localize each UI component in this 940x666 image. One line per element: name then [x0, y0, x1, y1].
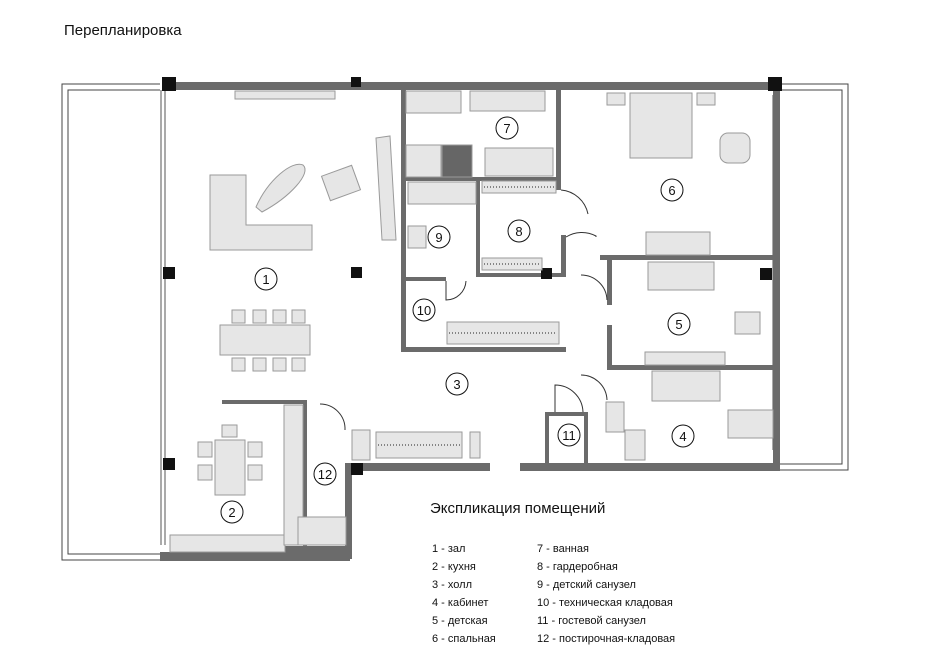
room-label-11: 11: [557, 423, 581, 447]
room-labels: 1 2 3 4 5 6 7 8 9 10 11 12: [220, 116, 695, 524]
room-11-number: 11: [562, 428, 576, 443]
legend-item: 10 - техническая кладовая: [537, 597, 673, 609]
legend-item: 4 - кабинет: [432, 597, 489, 609]
room-label-10: 10: [412, 298, 436, 322]
room-label-9: 9: [427, 225, 451, 249]
room-label-3: 3: [445, 372, 469, 396]
legend-item: 12 - постирочная-кладовая: [537, 633, 676, 645]
legend-item: 9 - детский санузел: [537, 579, 636, 591]
legend-column-1: 1 - зал 2 - кухня 3 - холл 4 - кабинет 5…: [432, 540, 496, 648]
room-label-7: 7: [495, 116, 519, 140]
legend-item: 8 - гардеробная: [537, 561, 618, 573]
legend-column-2: 7 - ванная 8 - гардеробная 9 - детский с…: [537, 540, 675, 648]
legend-item: 11 - гостевой санузел: [537, 615, 646, 627]
room-7-number: 7: [503, 121, 510, 136]
room-12-number: 12: [318, 467, 332, 482]
legend-item: 5 - детская: [432, 615, 488, 627]
room-9-number: 9: [435, 230, 442, 245]
room-6-number: 6: [668, 183, 675, 198]
room-label-8: 8: [507, 219, 531, 243]
room-label-1: 1: [254, 267, 278, 291]
room-2-number: 2: [228, 505, 235, 520]
wardrobe-hanging-rails: [378, 186, 557, 446]
room-label-12: 12: [313, 462, 337, 486]
door-swings: [319, 189, 608, 431]
legend-item: 1 - зал: [432, 543, 466, 555]
room-4-number: 4: [679, 429, 686, 444]
structural-columns: [162, 77, 782, 475]
room-label-6: 6: [660, 178, 684, 202]
legend-item: 2 - кухня: [432, 561, 476, 573]
legend-item: 7 - ванная: [537, 543, 589, 555]
room-3-number: 3: [453, 377, 460, 392]
balcony-left: [61, 83, 160, 561]
legend-item: 3 - холл: [432, 579, 472, 591]
furniture: [169, 90, 774, 553]
window-left: [160, 90, 166, 545]
room-5-number: 5: [675, 317, 682, 332]
legend-item: 6 - спальная: [432, 633, 496, 645]
room-label-2: 2: [220, 500, 244, 524]
room-8-number: 8: [515, 224, 522, 239]
room-label-5: 5: [667, 312, 691, 336]
legend-title: Экспликация помещений: [430, 500, 606, 517]
room-label-4: 4: [671, 424, 695, 448]
page-title: Перепланировка: [64, 22, 182, 39]
room-10-number: 10: [417, 303, 431, 318]
balcony-right: [780, 83, 849, 471]
walls: [160, 82, 780, 561]
room-1-number: 1: [262, 272, 269, 287]
